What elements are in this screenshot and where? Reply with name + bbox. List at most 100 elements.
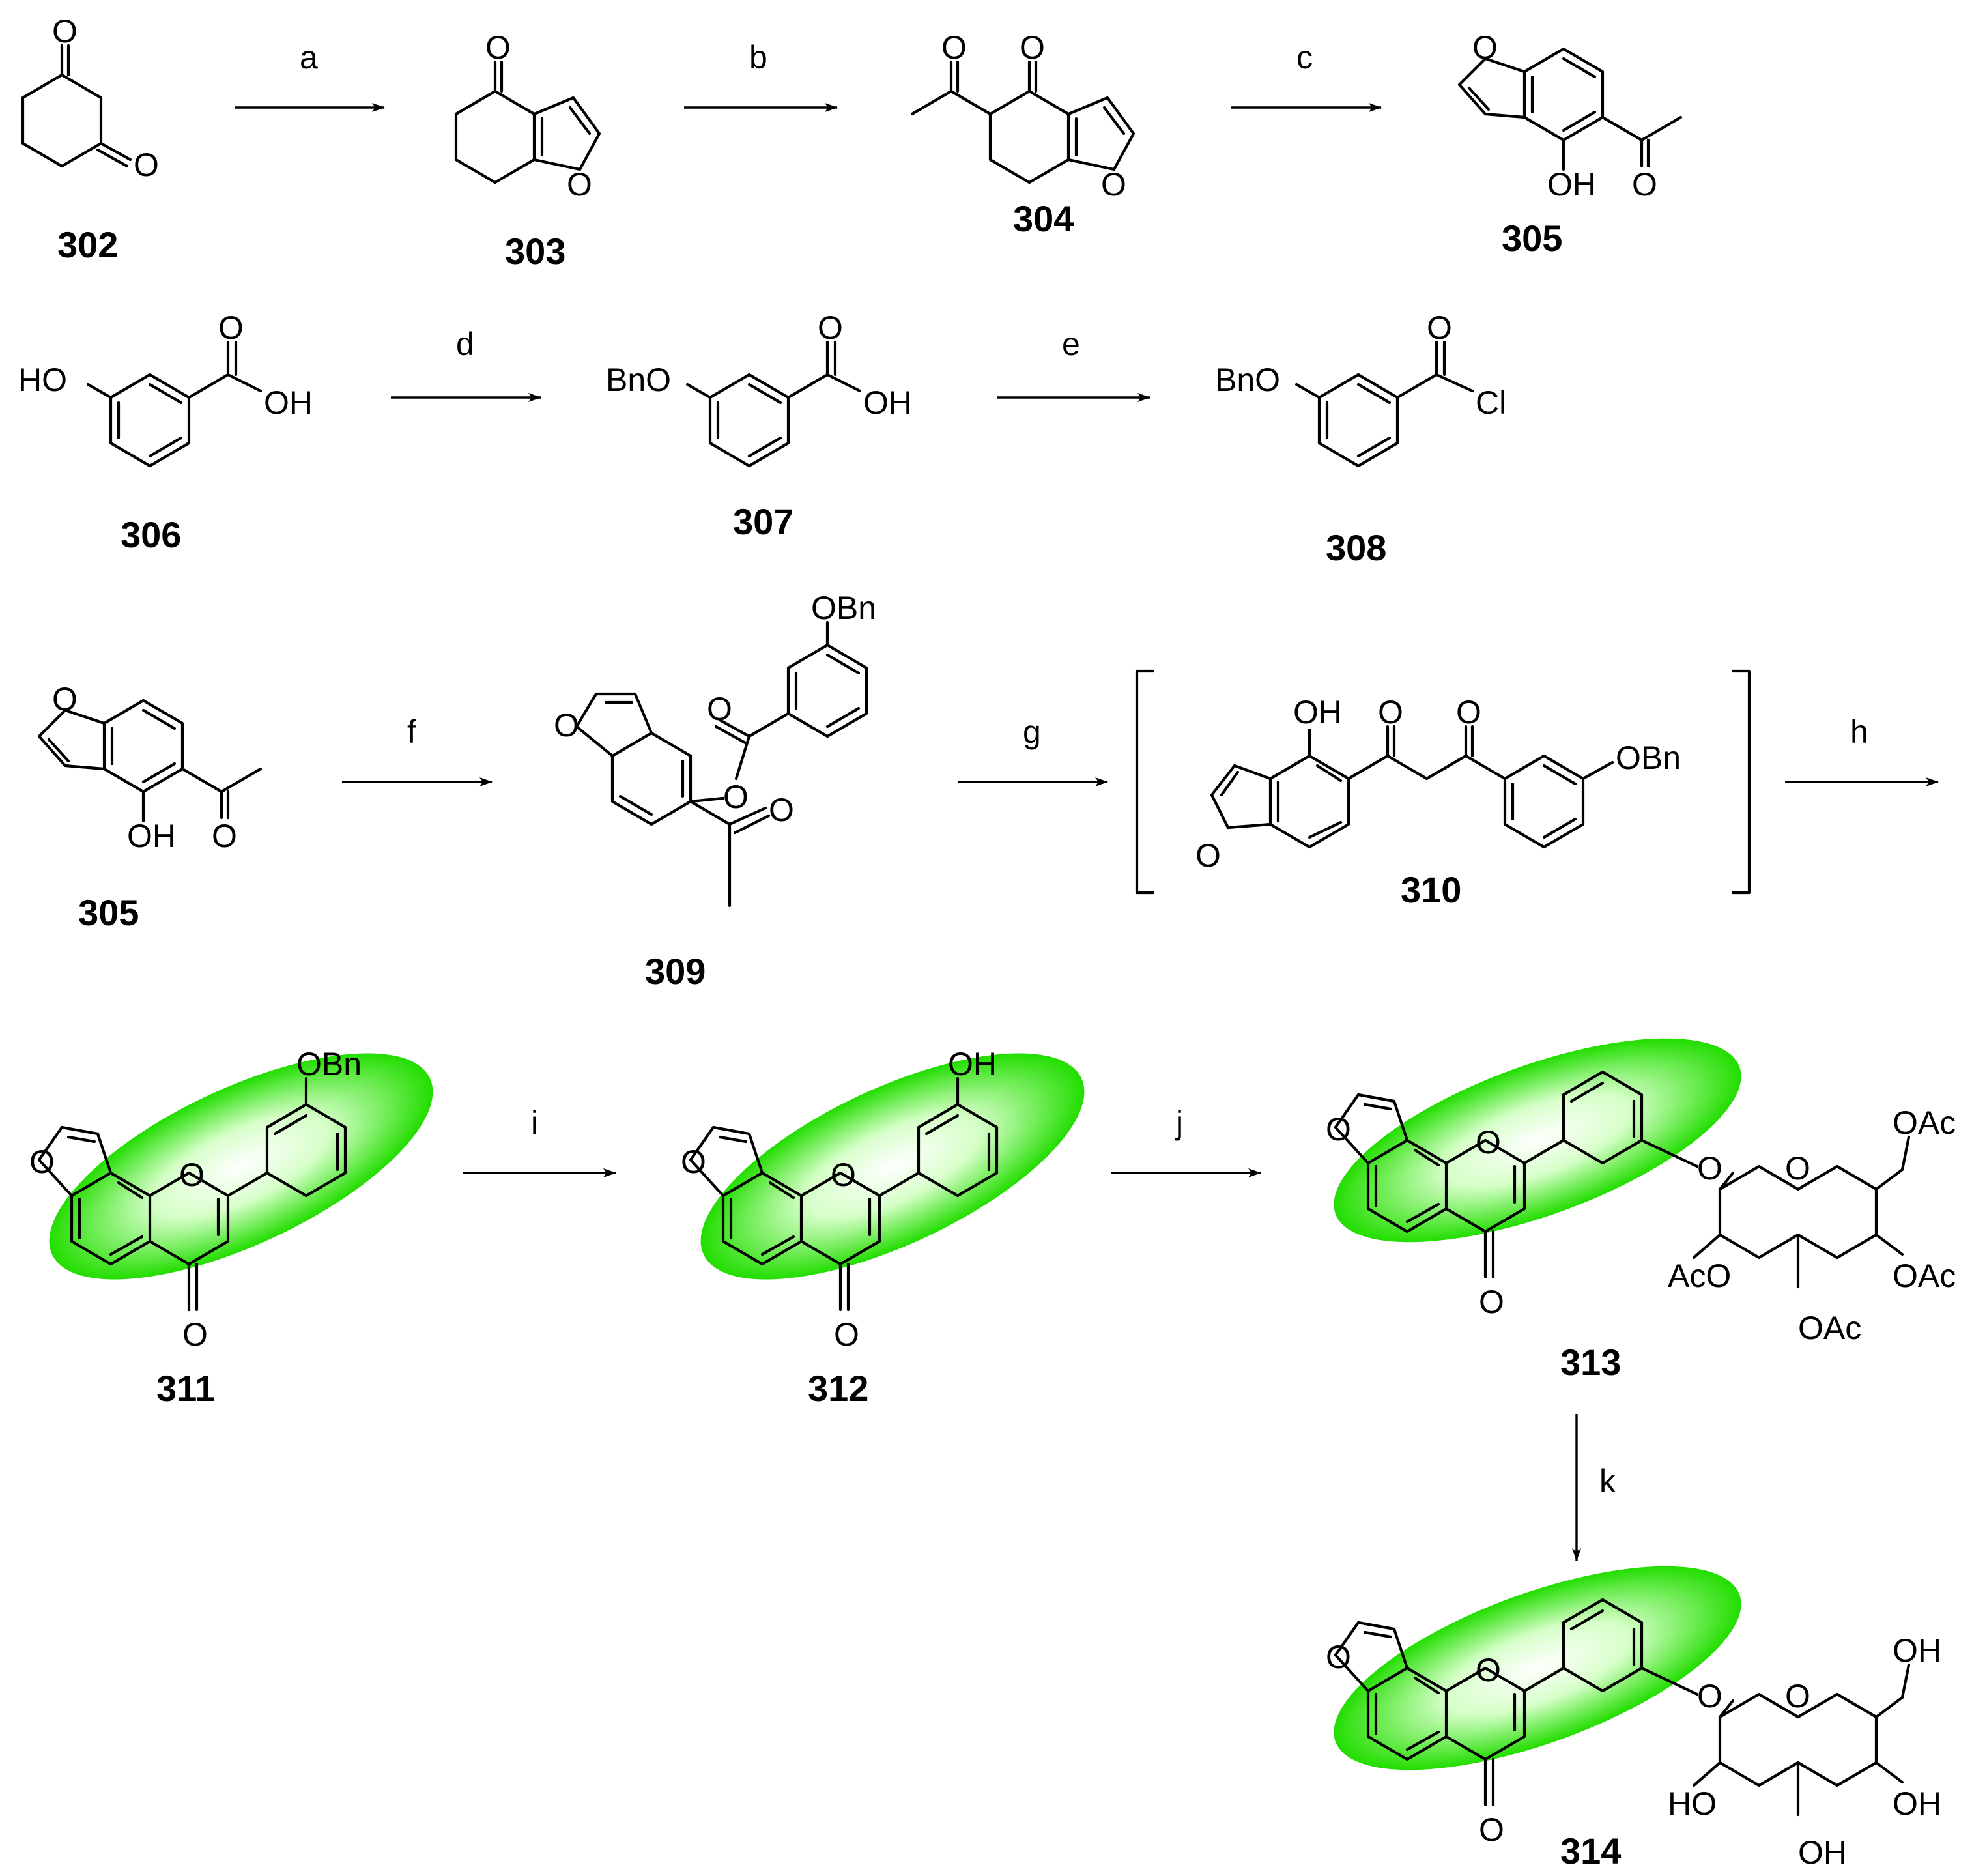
atom-label-o: O [212,818,237,854]
compound-label-306: 306 [121,514,181,555]
compound-302: O O 302 [21,13,159,265]
bond-line [37,708,106,771]
atom-label-oh: OH [127,818,176,854]
bond-line [148,436,183,458]
compound-label-313: 313 [1560,1342,1621,1383]
atom-label-obn: OBn [1616,740,1681,776]
atom-label-o: O [1101,166,1126,203]
bond-line [148,382,183,405]
compound-308: BnO O Cl 308 [1215,310,1506,568]
atom-label-ho: HO [1668,1785,1717,1822]
compound-309: OBn O O O O 309 [554,590,876,992]
bond-line [21,73,103,168]
bond-line [148,1171,230,1266]
bond-line [1874,1761,1904,1784]
atom-label-o: O [29,1144,55,1180]
bond-line [86,382,113,399]
bond-line [1334,1093,1409,1165]
bond-line [1542,764,1577,786]
step-label-i: i [531,1104,538,1141]
conjugation-highlight [1334,1566,1741,1770]
atom-label-oh: OH [1798,1834,1847,1871]
bond-line [568,106,592,136]
atom-label-o: O [1697,1150,1722,1187]
bond-line [109,1235,144,1256]
bond-line [141,708,177,730]
step-label-k: k [1599,1463,1616,1499]
atom-label-o: O [1479,1811,1504,1848]
atom-label-o: O [1195,837,1221,874]
bond-line [1356,436,1392,458]
bond-line [1569,1081,1605,1103]
bond-line [109,373,191,468]
bond-line [1718,1692,1878,1787]
bond-line [1503,754,1585,849]
bond-line [1562,110,1597,132]
atom-label-o: O [1456,694,1481,730]
atom-label-oac: OAc [1893,1258,1956,1294]
atom-label-bno: BnO [606,362,671,398]
bond-line [1457,57,1526,119]
bond-line [1210,764,1272,830]
bond-line [1718,1164,1878,1260]
bond-line [924,1114,960,1136]
bond-line [733,814,771,835]
bond-line [747,436,782,458]
bond-line [141,762,177,784]
atom-label-o: O [1378,694,1403,730]
bond-line [1874,1696,1904,1719]
bond-line [1640,1666,1699,1696]
bond-line [226,1103,347,1198]
bond-line [1102,106,1126,136]
bond-line [1874,1233,1904,1256]
bond-line [102,699,184,794]
atom-label-o: O [52,681,78,717]
bond-line [1569,1609,1605,1631]
compound-304: O O O 304 [910,29,1136,239]
atom-label-o: O [179,1157,205,1193]
step-label-g: g [1023,714,1041,750]
bond-line [575,692,653,758]
bond-line [708,373,790,468]
bond-line [1444,1138,1526,1234]
bond-line [1640,1138,1699,1168]
bond-line [728,806,767,826]
conjugation-highlight [1334,1038,1741,1243]
compound-label-302: 302 [57,224,118,265]
step-label-h: h [1850,714,1868,750]
bond-line [799,1171,881,1266]
conjugation-highlight [700,1053,1085,1280]
atom-label-o: O [554,707,579,743]
compound-305-repeat: O OH O 305 [37,681,263,933]
atom-label-o: O [831,1157,856,1193]
atom-label-o: O [134,147,159,183]
compound-303: O O 303 [454,29,601,272]
bond-line [66,1135,96,1144]
bond-line [825,706,861,729]
bond-line [1395,373,1474,399]
bond-line [610,731,693,826]
bond-line [878,1103,999,1198]
atom-label-o: O [818,310,843,346]
atom-label-o: O [52,13,78,50]
compound-label-314: 314 [1560,1830,1621,1871]
compound-313: O O O O O OAc AcO OAc OAc 313 [1326,1038,1956,1383]
compound-311: O O O OBn 311 [29,1046,433,1409]
bond-line [1308,820,1343,839]
bond-line [718,718,751,738]
bond-line [99,141,132,162]
atom-label-o: O [1476,1652,1501,1688]
atom-label-o: O [1785,1150,1810,1187]
bond-line [1135,669,1155,895]
compound-312: O O O OH 312 [681,1046,1085,1409]
bond-line [768,1181,795,1200]
bond-line [747,382,782,405]
bond-line [1522,47,1605,142]
bond-line [1363,1103,1393,1111]
atom-label-ho: HO [18,362,67,398]
atom-label-o: O [485,29,511,66]
atom-label-o: O [218,310,244,346]
atom-label-o: O [707,691,732,727]
bond-line [187,373,263,399]
